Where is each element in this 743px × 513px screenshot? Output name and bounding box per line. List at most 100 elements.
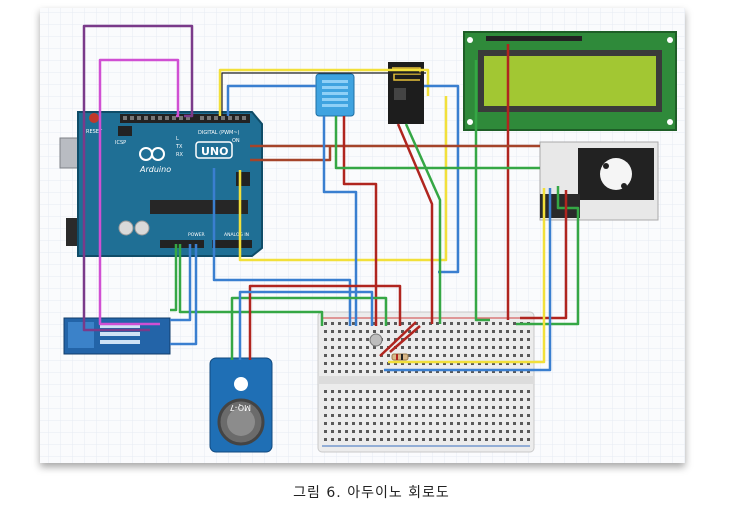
breadboard-hole (471, 330, 474, 333)
icsp-label: ICSP (115, 140, 126, 146)
breadboard-hole (499, 346, 502, 349)
wire-yellow-dust (388, 188, 546, 364)
breadboard-hole (464, 330, 467, 333)
breadboard-hole (485, 338, 488, 341)
breadboard-hole (359, 390, 362, 393)
breadboard-hole (527, 330, 530, 333)
breadboard-hole (380, 346, 383, 349)
breadboard-hole (324, 422, 327, 425)
l-led-label: L (176, 136, 179, 142)
breadboard-hole (401, 414, 404, 417)
breadboard-hole (408, 430, 411, 433)
dht11-sensor (315, 73, 355, 117)
breadboard-hole (387, 330, 390, 333)
breadboard-hole (513, 370, 516, 373)
wire-blue-lcd (424, 84, 460, 274)
breadboard-hole (394, 406, 397, 409)
breadboard-hole (380, 362, 383, 365)
breadboard-hole (338, 346, 341, 349)
breadboard-hole (324, 322, 327, 325)
breadboard-hole (387, 414, 390, 417)
breadboard-hole (338, 330, 341, 333)
breadboard-hole (324, 430, 327, 433)
breadboard-hole (352, 430, 355, 433)
breadboard-hole (492, 370, 495, 373)
breadboard-hole (387, 406, 390, 409)
breadboard-hole (520, 370, 523, 373)
breadboard-hole (506, 354, 509, 357)
breadboard-hole (366, 438, 369, 441)
breadboard-hole (492, 430, 495, 433)
breadboard-hole (373, 322, 376, 325)
breadboard-hole (499, 430, 502, 433)
breadboard-hole (380, 414, 383, 417)
breadboard-hole (450, 390, 453, 393)
wire-blue-dust (384, 188, 552, 372)
wire-green-bt (170, 244, 178, 312)
breadboard-hole (485, 438, 488, 441)
rx-led-label: RX (176, 152, 183, 158)
breadboard-hole (520, 338, 523, 341)
wire-red-dust (520, 190, 568, 320)
breadboard-hole (366, 406, 369, 409)
wire-red-diag (379, 321, 417, 357)
figure-caption: 그림 6. 아두이노 회로도 (293, 485, 450, 501)
breadboard-hole (359, 406, 362, 409)
breadboard-hole (359, 354, 362, 357)
breadboard-hole (422, 422, 425, 425)
breadboard-hole (443, 354, 446, 357)
breadboard-hole (387, 422, 390, 425)
arduino-logo-icon (139, 147, 165, 161)
breadboard-hole (373, 406, 376, 409)
breadboard-hole (492, 414, 495, 417)
breadboard-hole (478, 422, 481, 425)
breadboard-hole (436, 430, 439, 433)
brand-label: Arduino (139, 165, 171, 174)
breadboard-hole (506, 438, 509, 441)
wire-red-nrf (396, 123, 434, 324)
breadboard-hole (415, 346, 418, 349)
breadboard-hole (485, 330, 488, 333)
breadboard-hole (415, 438, 418, 441)
breadboard-hole (422, 390, 425, 393)
breadboard-hole (436, 338, 439, 341)
breadboard-hole (506, 430, 509, 433)
wire-red-gas (248, 284, 402, 360)
gas-sensor-label: MQ-7 (230, 403, 251, 412)
breadboard-hole (527, 346, 530, 349)
breadboard-hole (443, 438, 446, 441)
breadboard-hole (345, 414, 348, 417)
breadboard-hole (492, 438, 495, 441)
breadboard-hole (345, 338, 348, 341)
breadboard-hole (408, 438, 411, 441)
breadboard-hole (352, 346, 355, 349)
breadboard-hole (443, 338, 446, 341)
breadboard-hole (422, 322, 425, 325)
breadboard-hole (506, 330, 509, 333)
breadboard-hole (513, 406, 516, 409)
breadboard-hole (380, 398, 383, 401)
breadboard-hole (401, 362, 404, 365)
breadboard-hole (492, 362, 495, 365)
breadboard-hole (352, 422, 355, 425)
breadboard-hole (331, 438, 334, 441)
breadboard-hole (394, 422, 397, 425)
breadboard-hole (401, 322, 404, 325)
breadboard-hole (387, 354, 390, 357)
breadboard-hole (422, 362, 425, 365)
breadboard-hole (436, 390, 439, 393)
breadboard-hole (450, 330, 453, 333)
breadboard-hole (380, 322, 383, 325)
breadboard-hole (520, 406, 523, 409)
breadboard-hole (436, 438, 439, 441)
breadboard-hole (345, 398, 348, 401)
breadboard-hole (471, 354, 474, 357)
breadboard-hole (324, 338, 327, 341)
breadboard-hole (394, 390, 397, 393)
breadboard-hole (359, 346, 362, 349)
dust-sensor (539, 141, 659, 221)
breadboard-hole (401, 370, 404, 373)
breadboard-hole (436, 414, 439, 417)
breadboard-hole (429, 406, 432, 409)
